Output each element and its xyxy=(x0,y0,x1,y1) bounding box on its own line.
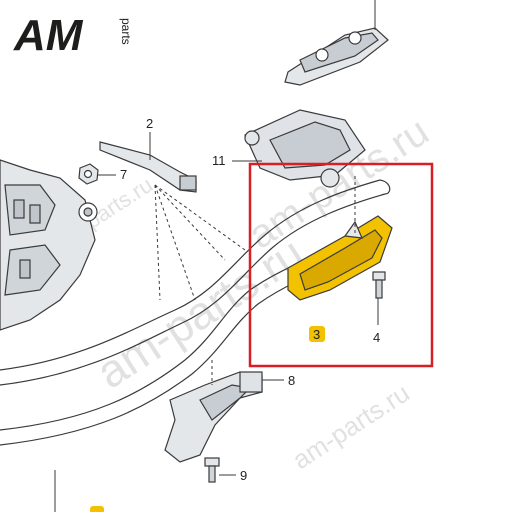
nut-7 xyxy=(78,163,99,185)
callout-11: 11 xyxy=(212,153,226,168)
callout-8: 8 xyxy=(288,373,295,388)
callout-4: 4 xyxy=(373,330,380,345)
logo-main-text: AM xyxy=(13,11,84,60)
cable-tie-2 xyxy=(99,141,197,193)
holder-part-3 xyxy=(287,215,393,301)
highlight-box xyxy=(248,162,434,368)
partial-callout-badge xyxy=(90,506,104,512)
bracket-8 xyxy=(164,371,263,463)
watermark-2: am-parts.ru xyxy=(87,227,313,399)
bolt-4 xyxy=(372,271,386,299)
top-bracket-1 xyxy=(284,27,389,86)
callout-3: 3 xyxy=(313,327,320,342)
callout-2: 2 xyxy=(146,116,153,131)
callout-9: 9 xyxy=(240,468,247,483)
watermark-3: am-parts.ru xyxy=(287,377,415,475)
valve-block-11 xyxy=(244,109,366,188)
manifold-assembly xyxy=(0,159,98,331)
callout-7: 7 xyxy=(120,167,127,182)
logo-sub-text: parts xyxy=(119,18,133,45)
callout-3-badge: 3 xyxy=(309,326,325,342)
leader-lines xyxy=(54,0,379,512)
am-parts-logo: AM parts xyxy=(13,11,133,60)
bolt-9 xyxy=(204,457,220,483)
